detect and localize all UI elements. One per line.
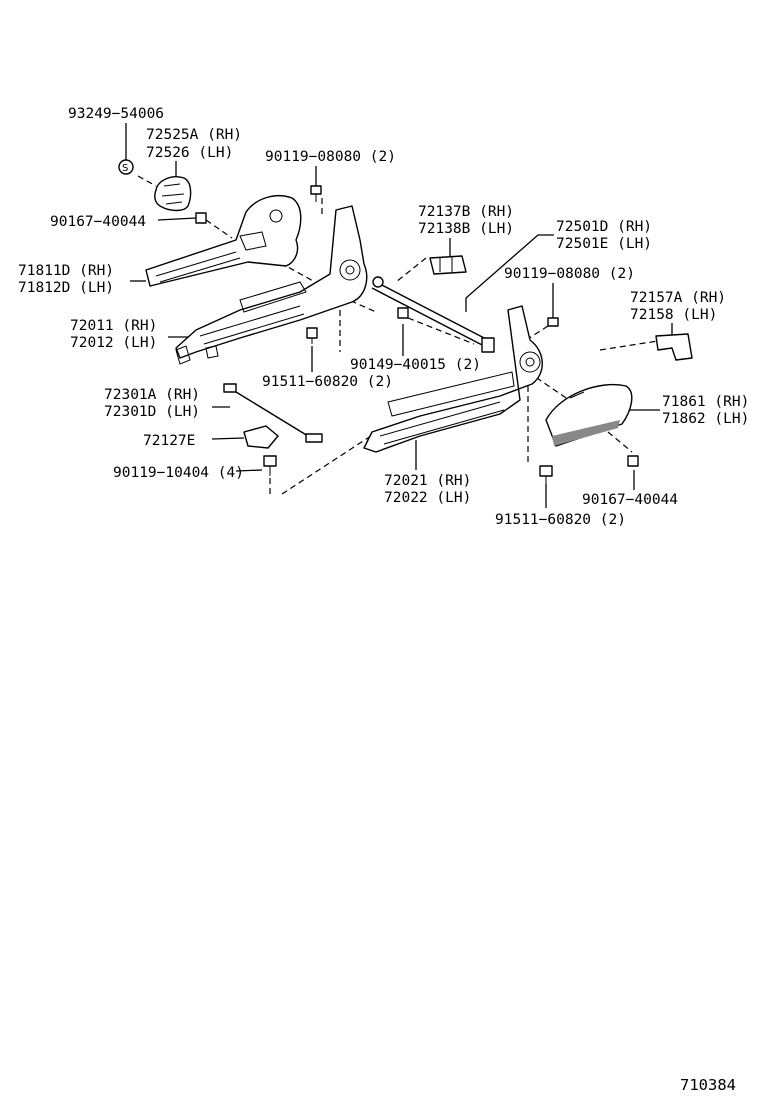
label-90167-40044-right: 90167−40044: [582, 492, 678, 508]
recliner-lever-cover: [145, 194, 302, 287]
spacer-72127E: [243, 425, 279, 449]
label-72127E: 72127E: [143, 433, 195, 449]
screw-right: [627, 455, 639, 467]
label-90119-08080-top: 90119−08080 (2): [265, 149, 396, 165]
label-72137B-rh: 72137B (RH): [418, 204, 514, 220]
label-90119-10404: 90119−10404 (4): [113, 465, 244, 481]
washer-part: S: [118, 159, 134, 175]
label-72526-lh: 72526 (LH): [146, 145, 233, 161]
diagram-number: 710384: [680, 1076, 736, 1094]
seat-adjuster-right: [363, 305, 543, 453]
label-71812D-lh: 71812D (LH): [18, 280, 114, 296]
label-93249-54006: 93249−54006: [68, 106, 164, 122]
bracket-clip: [429, 255, 467, 275]
bolt-90119-10404: [263, 455, 277, 476]
label-90119-08080-right: 90119−08080 (2): [504, 266, 635, 282]
label-72525A-rh: 72525A (RH): [146, 127, 242, 143]
label-71862-lh: 71862 (LH): [662, 411, 749, 427]
bolt-top: [310, 185, 322, 202]
label-72501D-rh: 72501D (RH): [556, 219, 652, 235]
recliner-knob-cover: [154, 176, 192, 212]
label-72501E-lh: 72501E (LH): [556, 236, 652, 252]
label-72012-lh: 72012 (LH): [70, 335, 157, 351]
label-71811D-rh: 71811D (RH): [18, 263, 114, 279]
bolt-91511-bottom: [539, 465, 553, 484]
label-72301D-lh: 72301D (LH): [104, 404, 200, 420]
label-72021-rh: 72021 (RH): [384, 473, 471, 489]
label-72011-rh: 72011 (RH): [70, 318, 157, 334]
seat-adjuster-left: [175, 205, 368, 365]
bolt-90149: [397, 307, 409, 319]
label-72301A-rh: 72301A (RH): [104, 387, 200, 403]
label-72158-lh: 72158 (LH): [630, 307, 717, 323]
label-72138B-lh: 72138B (LH): [418, 221, 514, 237]
screw-left: [195, 212, 207, 224]
release-cable: [223, 383, 323, 443]
label-90167-40044-left: 90167−40044: [50, 214, 146, 230]
label-90149-40015: 90149−40015 (2): [350, 357, 481, 373]
label-72157A-rh: 72157A (RH): [630, 290, 726, 306]
washer-symbol: S: [122, 163, 128, 174]
leader-lines: [125, 123, 673, 508]
bolt-right: [547, 317, 559, 327]
label-72022-lh: 72022 (LH): [384, 490, 471, 506]
connecting-rod: [371, 276, 495, 353]
outer-cover: [545, 384, 633, 447]
label-91511-60820-mid: 91511−60820 (2): [262, 374, 393, 390]
clip-right: [655, 333, 693, 361]
label-71861-rh: 71861 (RH): [662, 394, 749, 410]
label-91511-60820-bottom: 91511−60820 (2): [495, 512, 626, 528]
bolt-91511-mid: [306, 327, 318, 344]
